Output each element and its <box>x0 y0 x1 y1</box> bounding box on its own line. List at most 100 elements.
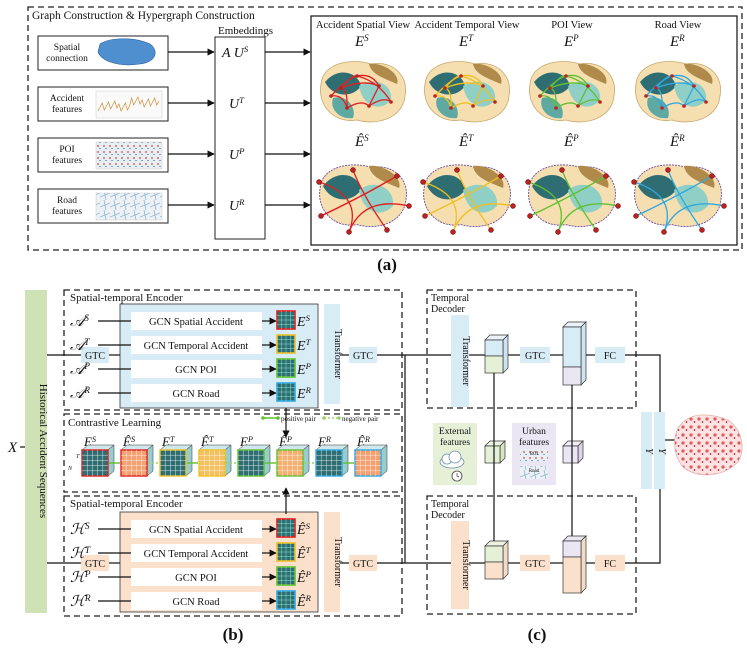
transformer-bottom-label: Transformer <box>332 537 343 587</box>
enc-top-gcn-box-1 <box>131 336 262 354</box>
embedding-2: UP <box>229 146 245 163</box>
cl-label-7-sup: R <box>364 435 370 444</box>
input-label1-2: POI <box>59 145 74 155</box>
enc-top-out-3-sup: R <box>305 385 312 395</box>
view-edge-3-6 <box>671 75 707 103</box>
cl-cube-face-7 <box>354 449 382 477</box>
view-hnode-1-1 <box>454 167 460 173</box>
view-hedge-1-3 <box>452 203 514 233</box>
view-region-brown-top-0 <box>369 63 398 84</box>
caption-c: (c) <box>528 625 547 644</box>
fc-bottom <box>595 555 625 571</box>
cl-label-3-base: Ê <box>200 434 209 449</box>
view-hnode-3-4 <box>699 227 705 233</box>
urban-poi-label: POI <box>530 452 538 457</box>
cl-label-5-base: Ê <box>278 434 287 449</box>
gtc-bottom-left <box>81 555 109 571</box>
view-hnode-0-0 <box>316 179 322 185</box>
view-e-base-3: E <box>669 34 679 50</box>
enc-bottom-out-3: ÊR <box>296 593 312 610</box>
view-hnode-0-3 <box>406 203 412 209</box>
cl-label-2: ET <box>161 434 175 449</box>
gtc-bottom-left-label: GTC <box>85 559 105 570</box>
panel-b: X Historical Accident Sequences Spatial-… <box>7 289 405 644</box>
accident-series-line <box>97 96 160 112</box>
enc-bottom-gcn-label-0: GCN Spatial Accident <box>149 525 243 536</box>
enc-top-sym-0-sup: S <box>84 314 89 324</box>
cl-label-5-text: ÊP <box>278 434 292 449</box>
view-region-dark-bottom-0 <box>323 174 361 200</box>
view-hnode-1-6 <box>422 213 428 219</box>
view-node-0-6 <box>329 94 333 98</box>
view-edge-2-7 <box>539 95 557 109</box>
view-hnode-2-1 <box>559 167 565 173</box>
view-node-3-3 <box>682 104 686 108</box>
embedding-2-sup: P <box>238 146 245 156</box>
enc-top-out-1-sup: T <box>306 337 312 347</box>
transformer-bottom <box>324 512 340 612</box>
enc-bottom-sym-3-sup: R <box>84 594 91 604</box>
cube-n-label: N <box>67 466 73 472</box>
enc-top-sym-1-sup: T <box>84 338 90 348</box>
cl-cube-2: ET <box>159 434 198 477</box>
view-hnode-1-0 <box>420 179 426 185</box>
view-region-dark-bottom-1 <box>427 174 465 200</box>
embedding-3-sup: R <box>238 197 245 207</box>
view-node-0-4 <box>345 106 349 110</box>
view-hnode-2-4 <box>593 227 599 233</box>
enc-bottom-sym-3-base: ℋ <box>70 594 87 610</box>
view-title-0: Accident Spatial View <box>316 20 411 31</box>
view-ehat-2: ÊP <box>563 133 579 150</box>
positive-pair-label: positive pair <box>281 415 316 423</box>
view-node-1-1 <box>459 74 463 78</box>
view-region-dark-bottom-3 <box>638 174 676 200</box>
accident-series-thumb <box>95 90 163 119</box>
cl-cube-5: ÊP <box>276 434 315 477</box>
cube-dec-bottom-right <box>562 535 587 594</box>
view-e-sup-1: T <box>468 33 474 43</box>
view-node-3-1 <box>670 74 674 78</box>
view-edge-0-1 <box>356 74 380 87</box>
enc-bottom-gcn-label-3: GCN Road <box>173 597 221 608</box>
embedding-2-text: UP <box>229 146 245 163</box>
view-node-0-2 <box>377 84 381 88</box>
transformer-top <box>324 304 340 404</box>
view-edge-0-6 <box>356 75 392 103</box>
cl-cube-1: ÊS <box>120 434 159 477</box>
view-node-2-6 <box>538 94 542 98</box>
view-ehat-sup-1: T <box>468 133 474 143</box>
urban-road-map <box>520 466 548 479</box>
enc-bottom-out-3-sup: R <box>305 593 312 603</box>
view-hedge-2-4 <box>529 175 607 217</box>
enc-bottom-sym-1-base: ℋ <box>70 546 87 562</box>
panel-a-frame <box>27 6 743 251</box>
view-region-brown-bottom-2 <box>578 165 609 188</box>
view-ehat-0: ÊS <box>354 133 369 150</box>
cl-label-3-sup: T <box>209 435 214 444</box>
encoder-top-title: Spatial-temporal Encoder <box>70 292 183 304</box>
view-ehat-base-1: Ê <box>458 133 468 150</box>
transformer-dec-bottom-label: Transformer <box>460 540 471 590</box>
decoder-bottom-line2: Decoder <box>431 510 466 521</box>
view-ehat-1: ÊT <box>458 133 474 150</box>
view-hnode-3-1 <box>665 167 671 173</box>
view-edge-1-1 <box>460 74 484 87</box>
caption-b: (b) <box>223 625 244 644</box>
view-hedge-1-1 <box>456 169 492 231</box>
gtc-bottom-right-label: GTC <box>353 559 373 570</box>
decoder-bottom-frame <box>426 495 637 615</box>
caption-a: (a) <box>377 255 397 274</box>
enc-top-sym-2: 𝒜P <box>70 362 90 378</box>
cube-t-label: T <box>76 454 80 460</box>
view-hnode-0-1 <box>350 167 356 173</box>
embedding-0-text: A US <box>221 44 249 61</box>
enc-bottom-out-1: ÊT <box>296 545 312 562</box>
gtc-bottom-right <box>349 555 377 571</box>
cube-dec-top-right <box>562 321 587 386</box>
cl-cube-face-4 <box>237 449 265 477</box>
